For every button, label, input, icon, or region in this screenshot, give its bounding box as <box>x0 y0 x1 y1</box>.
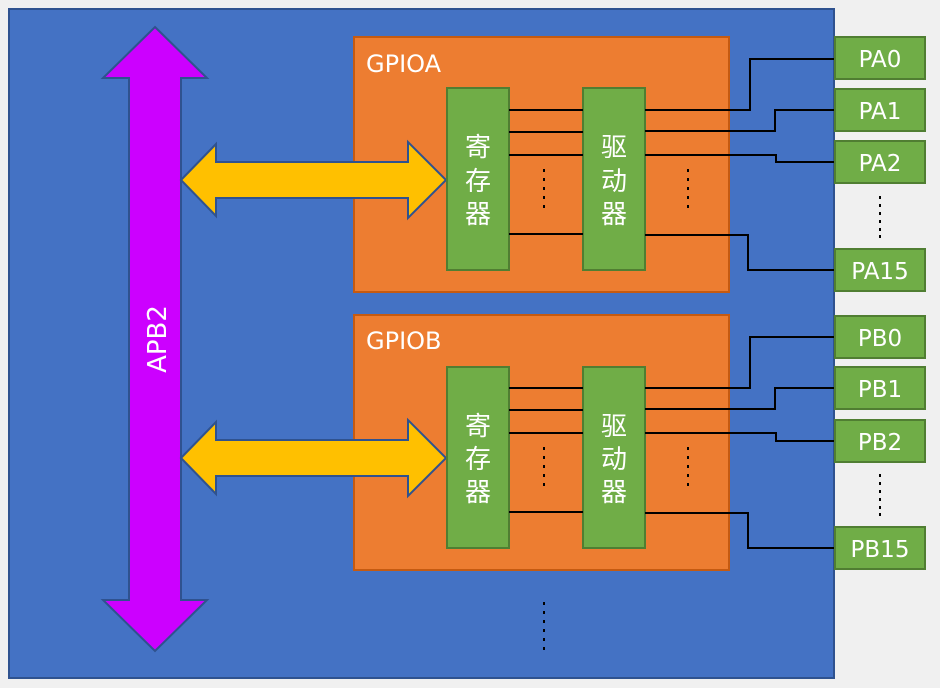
pin-pa2: PA2 <box>834 140 926 184</box>
pin-pb-ellipsis <box>879 474 881 516</box>
gpio-port-a-driver-label-1: 驱 <box>601 133 627 163</box>
gpio-port-b-pin-wire-1 <box>645 387 836 410</box>
gpio-port-b-register-block <box>446 366 510 549</box>
pin-pb0-label: PB0 <box>858 326 902 352</box>
gpio-port-b-register-label-3: 器 <box>465 478 491 508</box>
pin-pa-ellipsis <box>879 196 881 238</box>
gpio-port-a-register-block <box>446 87 510 271</box>
pin-pb15: PB15 <box>834 526 926 570</box>
pin-pb1-label: PB1 <box>858 377 902 403</box>
gpio-port-a-box <box>353 36 730 293</box>
apb2-bus-label: APB2 <box>143 305 173 373</box>
gpio-port-a-pin-wire-2 <box>645 154 836 163</box>
gpio-port-b-register-label-1: 寄 <box>465 412 491 442</box>
gpio-port-b-register-label-2: 存 <box>465 445 491 475</box>
pin-pa2-label: PA2 <box>859 151 902 177</box>
gpio-port-b-pin-wire-0 <box>645 336 836 389</box>
gpio-port-b-driver-label-2: 动 <box>601 445 627 475</box>
pin-pa0-label: PA0 <box>859 47 902 73</box>
gpio-port-a-internal-ellipsis-1 <box>543 169 545 208</box>
pin-pa1-label: PA1 <box>859 99 902 125</box>
gpio-port-a-register-label-1: 寄 <box>465 133 491 163</box>
gpio-port-a-driver-label-2: 动 <box>601 167 627 197</box>
pin-pa1: PA1 <box>834 88 926 132</box>
gpio-port-a-internal-ellipsis-2 <box>687 169 689 208</box>
gpio-port-a-pin-wire-1 <box>645 109 836 132</box>
gpio-port-b: GPIOB 寄 存 器 驱 动 器 <box>179 314 836 571</box>
pin-pa0: PA0 <box>834 36 926 80</box>
gpio-port-a-register-label-2: 存 <box>465 167 491 197</box>
pin-pa15: PA15 <box>834 248 926 292</box>
pin-pb2: PB2 <box>834 419 926 463</box>
gpio-port-b-internal-ellipsis-1 <box>543 447 545 486</box>
gpio-port-b-pin-wire-15 <box>645 512 836 549</box>
pin-pb1: PB1 <box>834 366 926 410</box>
pin-pa15-label: PA15 <box>851 259 908 285</box>
apb2-bus-arrow <box>100 25 210 653</box>
gpio-port-b-driver-label-3: 器 <box>601 478 627 508</box>
gpio-port-a-driver-label-3: 器 <box>601 200 627 230</box>
gpio-port-a-driver-block <box>582 87 646 271</box>
gpio-port-b-pin-wire-2 <box>645 432 836 442</box>
more-ports-ellipsis <box>543 602 545 650</box>
gpio-port-a-register-label-3: 器 <box>465 200 491 230</box>
gpio-port-b-title: GPIOB <box>366 327 442 355</box>
gpio-port-b-driver-label-1: 驱 <box>601 412 627 442</box>
gpio-port-b-driver-block <box>582 366 646 549</box>
pin-pb2-label: PB2 <box>858 430 902 456</box>
pin-pb15-label: PB15 <box>851 537 910 563</box>
gpio-port-b-internal-ellipsis-2 <box>687 447 689 486</box>
pin-pb0: PB0 <box>834 315 926 359</box>
gpio-port-a-title: GPIOA <box>366 50 442 78</box>
gpio-port-a: GPIOA 寄 存 器 驱 动 器 <box>179 36 836 293</box>
gpio-port-a-pin-wire-15 <box>645 234 836 271</box>
gpio-port-a-pin-wire-0 <box>645 58 836 111</box>
